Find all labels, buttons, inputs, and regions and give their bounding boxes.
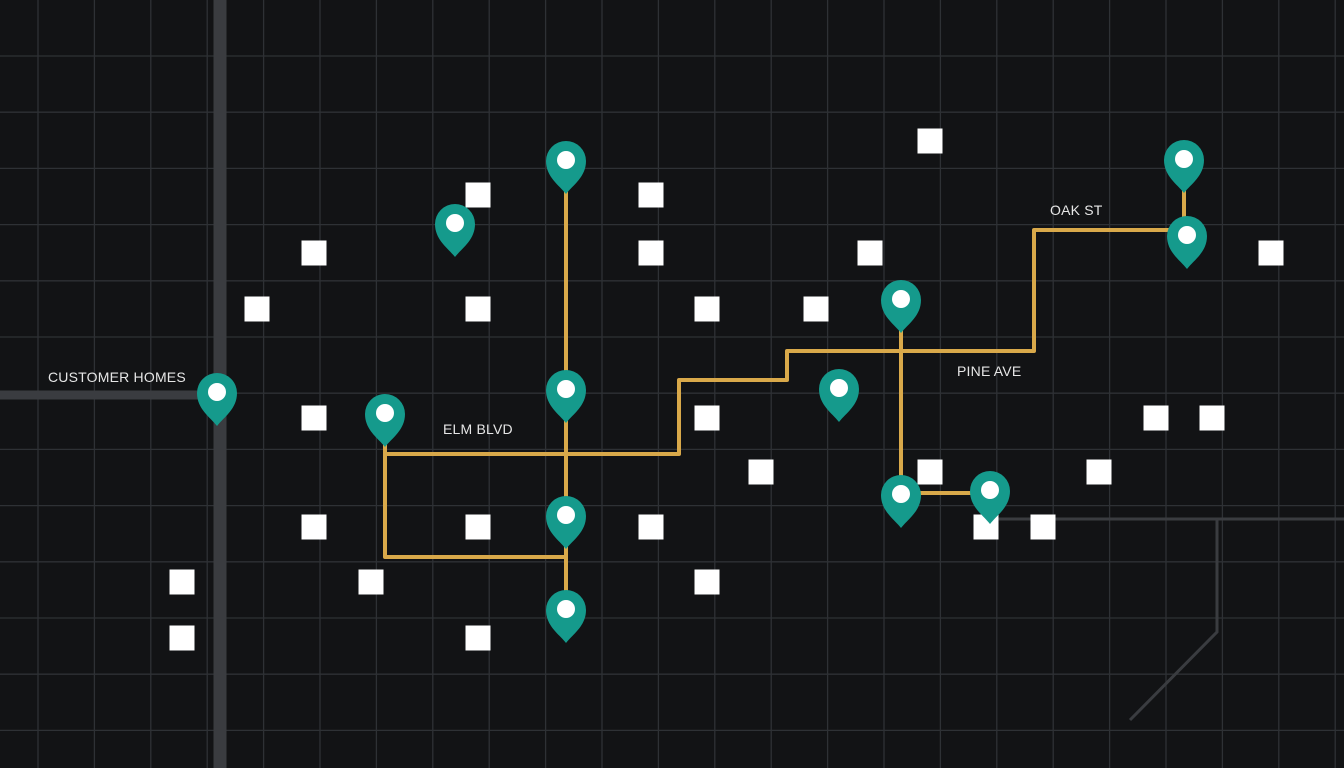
home-square-icon xyxy=(301,514,327,540)
home-square-icon xyxy=(465,625,491,651)
map-pin-icon xyxy=(819,369,859,422)
route-segment xyxy=(383,228,1189,456)
map-pin-icon xyxy=(881,280,921,333)
pin-dot xyxy=(557,600,575,618)
pin-dot xyxy=(557,151,575,169)
map-pin-icon xyxy=(546,496,586,549)
pin-dot xyxy=(557,380,575,398)
home-square-icon xyxy=(694,569,720,595)
pin-dot xyxy=(1178,226,1196,244)
home-square-icon xyxy=(301,405,327,431)
route-segment xyxy=(383,428,568,559)
map-pin-icon xyxy=(365,394,405,447)
home-square-icon xyxy=(169,569,195,595)
home-square-icon xyxy=(694,296,720,322)
home-square-icon xyxy=(1086,459,1112,485)
map-pin-icon xyxy=(546,590,586,643)
stop-pins xyxy=(197,140,1207,643)
delivery-routes xyxy=(383,176,1189,594)
map-pin-icon xyxy=(1164,140,1204,193)
home-square-icon xyxy=(917,128,943,154)
home-square-icon xyxy=(748,459,774,485)
home-square-icon xyxy=(803,296,829,322)
pin-dot xyxy=(892,290,910,308)
home-square-icon xyxy=(1143,405,1169,431)
home-square-icon xyxy=(1199,405,1225,431)
pin-dot xyxy=(830,379,848,397)
home-square-icon xyxy=(638,182,664,208)
map-pin-icon xyxy=(881,475,921,528)
home-square-icon xyxy=(169,625,195,651)
home-square-icon xyxy=(465,514,491,540)
map-pin-icon xyxy=(970,471,1010,524)
home-square-icon xyxy=(917,459,943,485)
map-pin-icon xyxy=(546,370,586,423)
home-square-icon xyxy=(1030,514,1056,540)
home-square-icon xyxy=(857,240,883,266)
map-pin-icon xyxy=(435,204,475,257)
home-square-icon xyxy=(638,514,664,540)
map-pin-icon xyxy=(197,373,237,426)
home-square-icon xyxy=(694,405,720,431)
route-segment xyxy=(899,316,991,495)
pin-dot xyxy=(981,481,999,499)
pin-dot xyxy=(208,383,226,401)
pin-dot xyxy=(446,214,464,232)
map-pin-icon xyxy=(546,141,586,194)
pin-dot xyxy=(892,485,910,503)
pin-dot xyxy=(376,404,394,422)
pin-dot xyxy=(1175,150,1193,168)
home-square-icon xyxy=(1258,240,1284,266)
home-square-icon xyxy=(244,296,270,322)
home-square-icon xyxy=(465,182,491,208)
side-road-diagonal xyxy=(1128,519,1219,722)
home-square-icon xyxy=(301,240,327,266)
pin-dot xyxy=(557,506,575,524)
home-square-icon xyxy=(358,569,384,595)
home-square-icon xyxy=(638,240,664,266)
customer-homes xyxy=(169,128,1284,651)
home-square-icon xyxy=(465,296,491,322)
map-pin-icon xyxy=(1167,216,1207,269)
